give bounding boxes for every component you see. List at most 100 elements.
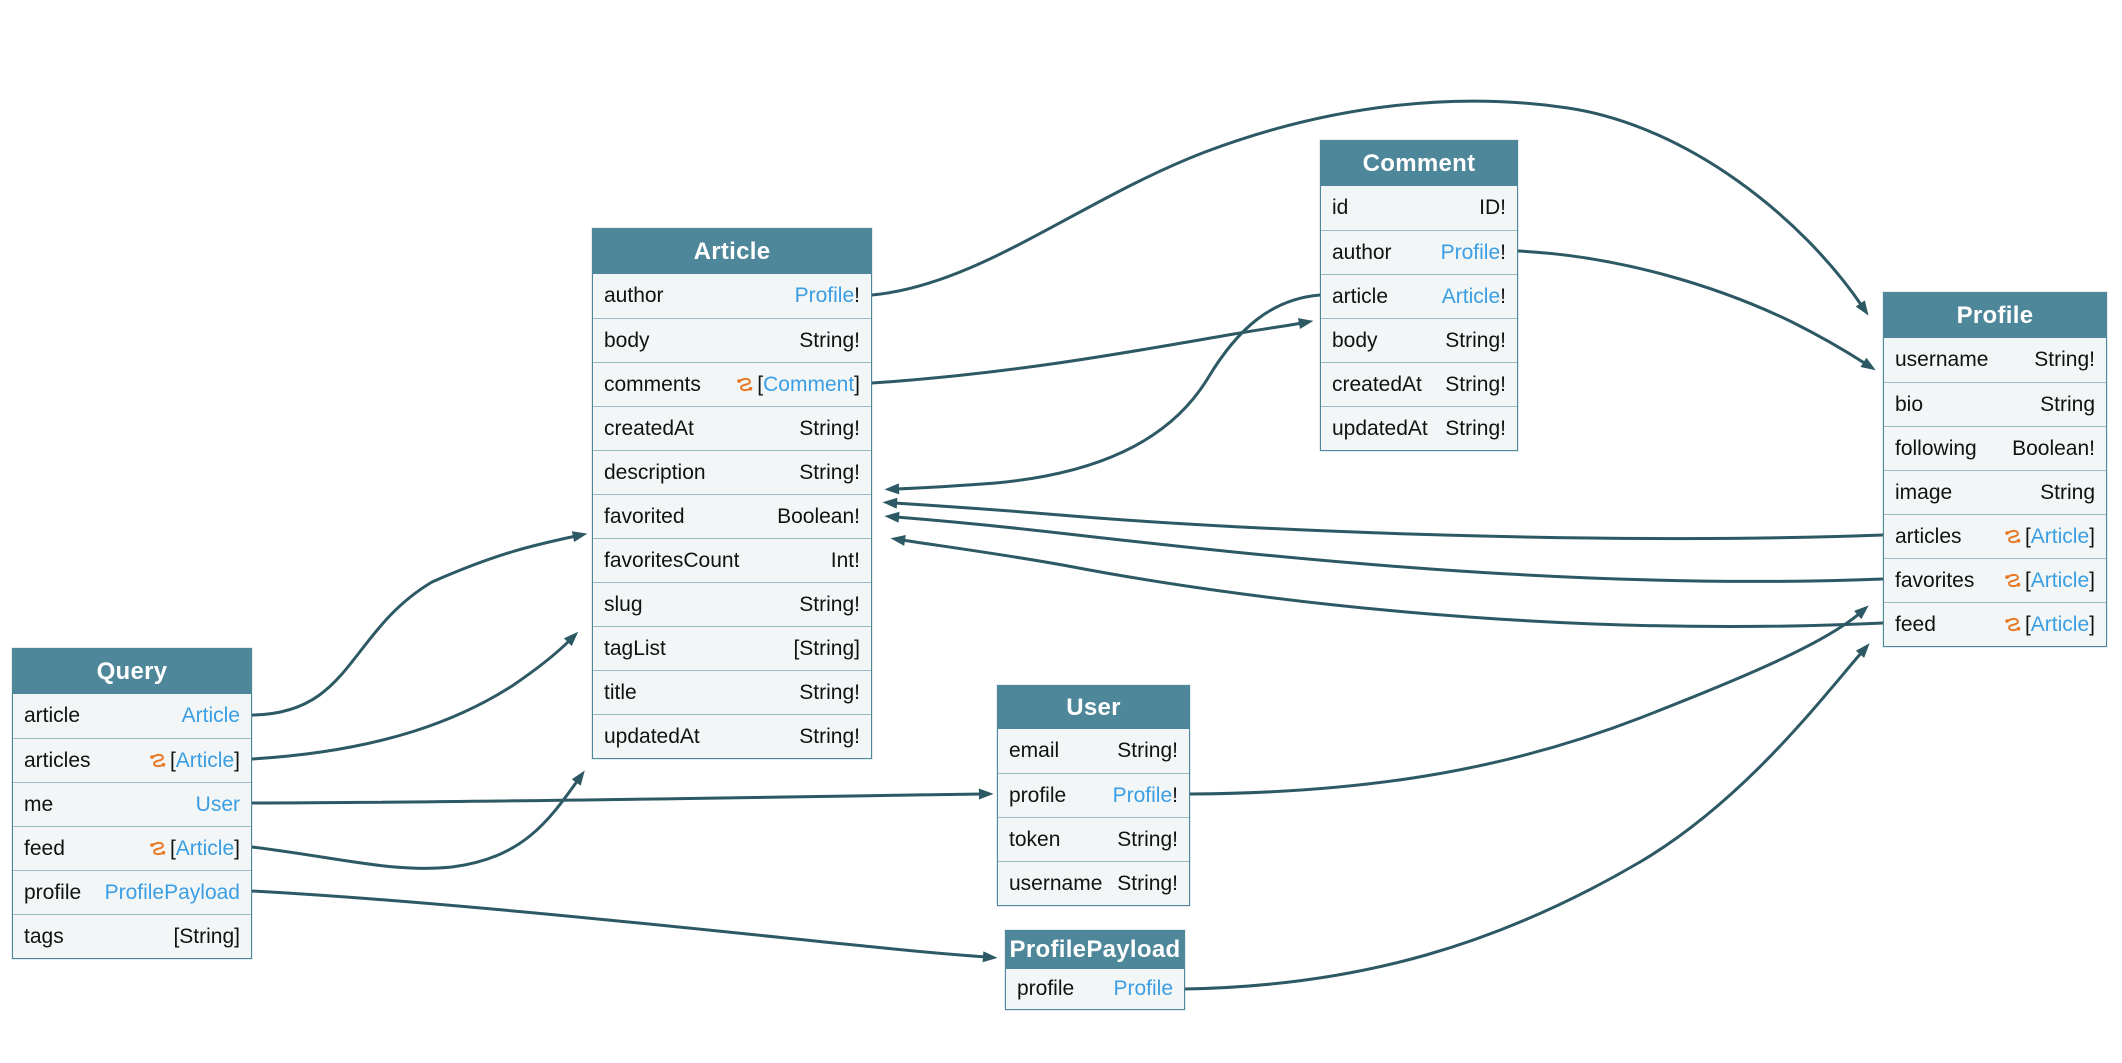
field-name: profile (24, 880, 82, 904)
type-name: String (1117, 739, 1173, 762)
field-row-article-tagList[interactable]: tagList [String] (593, 626, 871, 670)
type-name: Article (1441, 284, 1501, 308)
type-name: Article (2030, 568, 2090, 592)
field-type: Int! (831, 549, 860, 573)
field-row-article-favorited[interactable]: favorited Boolean! (593, 494, 871, 538)
type-name: String (799, 416, 855, 440)
type-bracket-open: [ (757, 372, 764, 396)
type-bracket-close: ] (854, 372, 860, 396)
field-name: body (604, 328, 650, 352)
field-type: Boolean! (2012, 437, 2095, 461)
field-row-query-articles[interactable]: articles [Article] (13, 738, 251, 782)
field-type: User (196, 793, 240, 817)
field-row-article-comments[interactable]: comments [Comment] (593, 362, 871, 406)
type-bracket-close: ! (1500, 196, 1506, 219)
type-table-header-profilepayload[interactable]: ProfilePayload (1006, 931, 1184, 969)
field-row-query-feed[interactable]: feed [Article] (13, 826, 251, 870)
type-table-article[interactable]: Article author Profile! body String! com… (592, 228, 872, 759)
type-table-header-article[interactable]: Article (593, 229, 871, 274)
field-name: author (604, 284, 664, 307)
list-relation-icon (2005, 529, 2021, 543)
field-row-profile-username[interactable]: username String! (1884, 338, 2106, 382)
field-name: username (1009, 871, 1103, 895)
field-type: [String] (793, 637, 860, 661)
field-row-profile-image[interactable]: image String (1884, 470, 2106, 514)
type-bracket-close: ! (1172, 827, 1178, 851)
field-row-profile-favorites[interactable]: favorites [Article] (1884, 558, 2106, 602)
type-table-header-profile[interactable]: Profile (1884, 293, 2106, 338)
list-relation-icon (2005, 573, 2021, 587)
type-name: Article (175, 748, 235, 772)
type-table-header-user[interactable]: User (998, 686, 1189, 729)
field-row-comment-id[interactable]: id ID! (1321, 186, 1517, 230)
field-row-user-email[interactable]: email String! (998, 729, 1189, 773)
field-row-user-profile[interactable]: profile Profile! (998, 773, 1189, 817)
type-name: Profile (1113, 977, 1173, 1000)
field-row-user-username[interactable]: username String! (998, 861, 1189, 905)
field-type: String! (799, 329, 860, 353)
field-type: String (2040, 481, 2095, 505)
type-name: Article (2030, 524, 2090, 548)
type-table-header-comment[interactable]: Comment (1321, 141, 1517, 186)
field-row-profile-articles[interactable]: articles [Article] (1884, 514, 2106, 558)
type-table-profilepayload[interactable]: ProfilePayload profile Profile (1005, 930, 1185, 1010)
type-table-comment[interactable]: Comment id ID! author Profile! article A… (1320, 140, 1518, 451)
field-row-article-createdAt[interactable]: createdAt String! (593, 406, 871, 450)
field-row-comment-author[interactable]: author Profile! (1321, 230, 1517, 274)
field-name: articles (1895, 524, 1962, 548)
field-row-user-token[interactable]: token String! (998, 817, 1189, 861)
field-type: String! (1117, 828, 1178, 852)
field-row-article-body[interactable]: body String! (593, 318, 871, 362)
type-table-query[interactable]: Query article Article articles [Article]… (12, 648, 252, 959)
type-name: String (2034, 348, 2090, 371)
type-bracket-close: ! (2089, 348, 2095, 371)
field-row-comment-body[interactable]: body String! (1321, 318, 1517, 362)
type-name: String (799, 460, 855, 484)
field-row-query-article[interactable]: article Article (13, 694, 251, 738)
field-row-article-slug[interactable]: slug String! (593, 582, 871, 626)
field-type: Profile! (1441, 241, 1506, 265)
field-name: profile (1009, 783, 1067, 807)
type-name: Article (181, 704, 240, 727)
field-type: [Article] (149, 837, 240, 861)
field-row-article-description[interactable]: description String! (593, 450, 871, 494)
field-type: [String] (173, 925, 240, 949)
field-row-comment-createdAt[interactable]: createdAt String! (1321, 362, 1517, 406)
edge-query-me-to-user (250, 788, 994, 805)
field-type: String! (799, 461, 860, 485)
field-row-query-profile[interactable]: profile ProfilePayload (13, 870, 251, 914)
field-name: author (1332, 240, 1392, 264)
field-row-article-author[interactable]: author Profile! (593, 274, 871, 318)
type-table-profile[interactable]: Profile username String! bio String foll… (1883, 292, 2107, 647)
type-name: Boolean (2012, 436, 2090, 460)
field-name: updatedAt (1332, 416, 1428, 440)
field-type: Profile! (795, 284, 860, 308)
field-type: Article! (1442, 285, 1506, 309)
type-bracket-close: ] (2089, 524, 2095, 548)
field-row-comment-article[interactable]: article Article! (1321, 274, 1517, 318)
field-type: [Article] (2004, 525, 2095, 549)
field-row-profile-bio[interactable]: bio String (1884, 382, 2106, 426)
type-bracket-close: ! (854, 680, 860, 704)
field-name: feed (1895, 612, 1936, 636)
field-row-comment-updatedAt[interactable]: updatedAt String! (1321, 406, 1517, 450)
field-row-query-me[interactable]: me User (13, 782, 251, 826)
field-row-profilepayload-profile[interactable]: profile Profile (1006, 969, 1184, 1009)
field-row-profile-feed[interactable]: feed [Article] (1884, 602, 2106, 646)
type-bracket-close: ! (1500, 328, 1506, 352)
type-bracket-close: ! (854, 416, 860, 440)
type-name: String (1445, 416, 1501, 440)
field-row-article-title[interactable]: title String! (593, 670, 871, 714)
field-type: String! (799, 593, 860, 617)
field-type: String! (1445, 329, 1506, 353)
type-table-user[interactable]: User email String! profile Profile! toke… (997, 685, 1190, 906)
field-row-article-favoritesCount[interactable]: favoritesCount Int! (593, 538, 871, 582)
edge-article-comments-to-comment (870, 318, 1314, 385)
edge-query-profile-to-profilepayload (250, 889, 998, 963)
field-row-query-tags[interactable]: tags [String] (13, 914, 251, 958)
type-table-header-query[interactable]: Query (13, 649, 251, 694)
field-row-profile-following[interactable]: following Boolean! (1884, 426, 2106, 470)
field-row-article-updatedAt[interactable]: updatedAt String! (593, 714, 871, 758)
